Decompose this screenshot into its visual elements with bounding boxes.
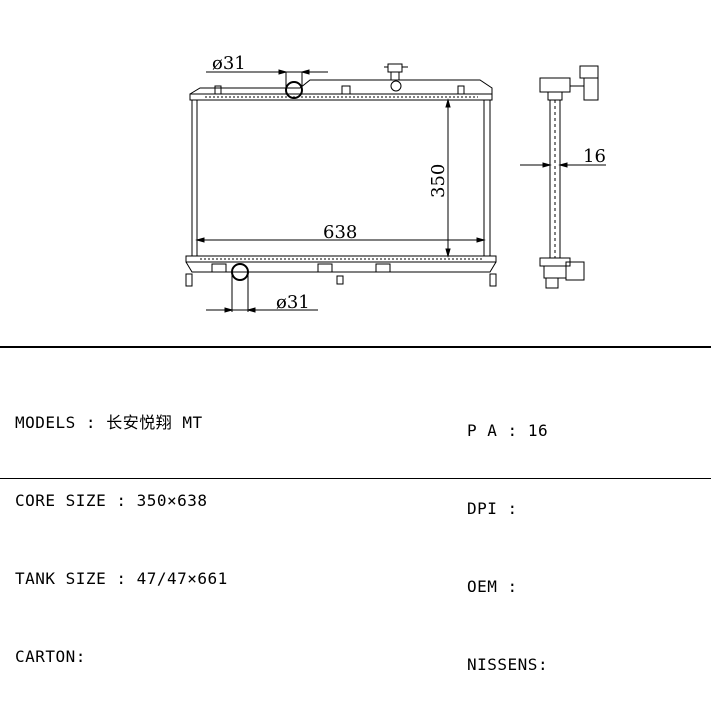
spec-dpi: DPI : bbox=[467, 499, 528, 518]
filler-cap bbox=[384, 63, 408, 92]
divider-line bbox=[0, 346, 711, 348]
upper-pipe-outlet bbox=[285, 81, 303, 99]
specs-right: P A : 16 DPI : OEM : NISSENS: bbox=[467, 366, 548, 704]
upper-pipe-diameter-label: ø31 bbox=[212, 53, 246, 74]
spec-pa: P A : 16 bbox=[467, 421, 549, 440]
spec-oem: OEM : bbox=[467, 577, 528, 596]
spec-models: MODELS : 长安悦翔 MT bbox=[15, 413, 203, 432]
bottom-border bbox=[0, 478, 711, 479]
lower-tank bbox=[185, 255, 497, 263]
spec-tank-size: TANK SIZE : 47/47×661 bbox=[15, 569, 228, 588]
spec-core-size: CORE SIZE : 350×638 bbox=[15, 491, 208, 510]
core-thickness-label: 16 bbox=[583, 146, 606, 167]
upper-tank-details bbox=[205, 85, 478, 98]
dimension-lines bbox=[195, 69, 486, 313]
radiator-drawing: ø31 ø31 350 638 16 bbox=[185, 53, 606, 313]
core-height-label: 350 bbox=[428, 164, 449, 198]
radiator-side-view bbox=[520, 65, 606, 289]
spec-nissens: NISSENS: bbox=[467, 655, 549, 674]
spec-carton: CARTON: bbox=[15, 647, 86, 666]
core-width-label: 638 bbox=[323, 222, 357, 243]
lower-tank-details bbox=[185, 263, 497, 287]
lower-pipe-diameter-label: ø31 bbox=[276, 292, 310, 313]
lower-tank-body bbox=[185, 261, 497, 273]
specs-left: MODELS : 长安悦翔 MT CORE SIZE : 350×638 TAN… bbox=[15, 358, 228, 696]
upper-tank-cap bbox=[189, 79, 493, 95]
radiator-front-view bbox=[185, 63, 497, 287]
